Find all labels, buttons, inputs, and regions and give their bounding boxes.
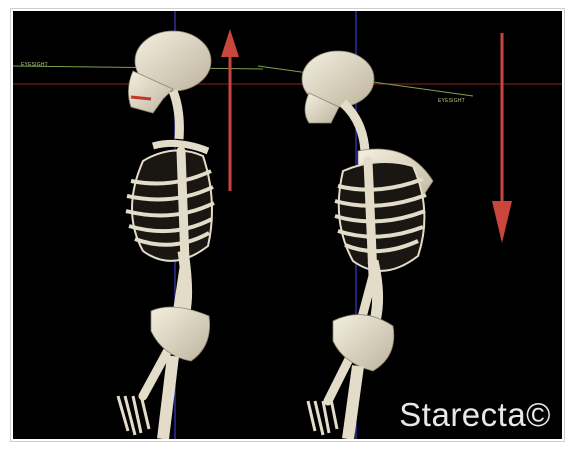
watermark: Starecta© [399, 396, 551, 434]
eyesight-label-right: EYESIGHT [438, 98, 465, 104]
skeleton-upright [118, 31, 214, 439]
eyesight-label-left: EYESIGHT [21, 62, 48, 68]
skeleton-forward-head [302, 51, 433, 439]
arrow-down [492, 33, 512, 243]
scene-graphics [13, 11, 562, 439]
posture-comparison-image: EYESIGHT EYESIGHT Starecta© [13, 11, 562, 439]
arrow-up [221, 29, 239, 191]
